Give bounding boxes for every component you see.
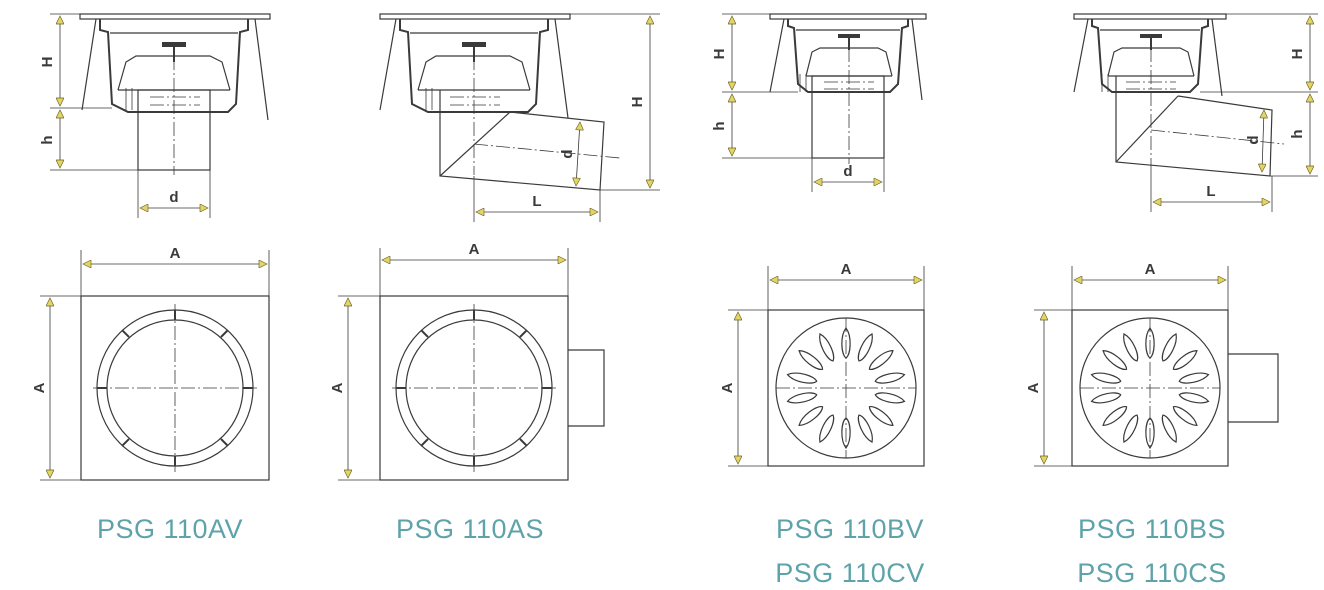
model-caption-1: PSG 110AV — [97, 514, 243, 544]
dim-label-H: H — [711, 49, 728, 60]
grate-slot — [874, 372, 906, 384]
model-caption-4a: PSG 110BS — [1078, 514, 1226, 544]
grate-slot — [1123, 333, 1139, 362]
grate-slot — [1090, 392, 1122, 404]
dim-label-A-height: A — [329, 382, 346, 393]
grate-slot — [1172, 406, 1198, 427]
model-caption-3b: PSG 110CV — [775, 558, 925, 588]
model-bs-side-view: H h d L — [1073, 13, 1318, 212]
dim-label-h: h — [711, 121, 728, 130]
dim-label-A-width: A — [841, 261, 852, 278]
dim-label-A-height: A — [31, 382, 48, 393]
grate-slot — [1172, 349, 1198, 370]
grate-slots — [786, 326, 906, 450]
grate-slot — [1178, 392, 1210, 404]
grate-slot — [1090, 372, 1122, 384]
dim-label-H: H — [1289, 49, 1306, 60]
dim-label-A-width: A — [469, 241, 480, 258]
grate-slot — [786, 392, 818, 404]
model-av-top-view: A A — [31, 245, 270, 481]
grate-slot — [857, 333, 873, 362]
dim-label-d: d — [1245, 135, 1262, 144]
dim-label-H: H — [39, 57, 56, 68]
model-bv-top-view: A A — [719, 261, 925, 467]
model-bs-top-view: A A — [1025, 261, 1279, 467]
grate-slot — [868, 406, 894, 427]
dim-label-A-height: A — [719, 382, 736, 393]
grate-slot — [1102, 349, 1128, 370]
grate-slot — [1102, 406, 1128, 427]
dim-label-h: h — [1289, 129, 1306, 138]
dim-label-d: d — [843, 163, 852, 180]
model-caption-4b: PSG 110CS — [1077, 558, 1227, 588]
grate-slot — [1123, 414, 1139, 443]
dim-label-H: H — [629, 97, 646, 108]
grate-slot — [1178, 372, 1210, 384]
dim-label-L: L — [1206, 183, 1215, 200]
grate-slot — [819, 333, 835, 362]
grate-slot — [1161, 333, 1177, 362]
grate-slot — [1145, 326, 1155, 359]
grate-slot — [868, 349, 894, 370]
model-as-side-view: H d L — [379, 13, 660, 222]
grate-slot — [1145, 417, 1155, 450]
dim-label-L: L — [532, 193, 541, 210]
model-bv-side-view: H h d — [711, 13, 927, 192]
grate-slot — [798, 349, 824, 370]
dim-label-h: h — [39, 135, 56, 144]
grate-slots — [1090, 326, 1210, 450]
grate-slot — [786, 372, 818, 384]
grate-slot — [874, 392, 906, 404]
grate-slot — [1161, 414, 1177, 443]
grate-slot — [841, 326, 851, 359]
grate-slot — [841, 417, 851, 450]
dim-label-A-width: A — [1145, 261, 1156, 278]
model-caption-3a: PSG 110BV — [776, 514, 924, 544]
grate-slot — [857, 414, 873, 443]
model-caption-2: PSG 110AS — [396, 514, 544, 544]
dim-label-A-width: A — [170, 245, 181, 262]
dim-label-d: d — [559, 149, 576, 158]
model-as-top-view: A A — [329, 241, 605, 481]
dim-label-A-height: A — [1025, 382, 1042, 393]
model-av-side-view: H h d — [39, 13, 271, 218]
dim-label-d: d — [169, 189, 178, 206]
grate-slot — [819, 414, 835, 443]
grate-slot — [798, 406, 824, 427]
